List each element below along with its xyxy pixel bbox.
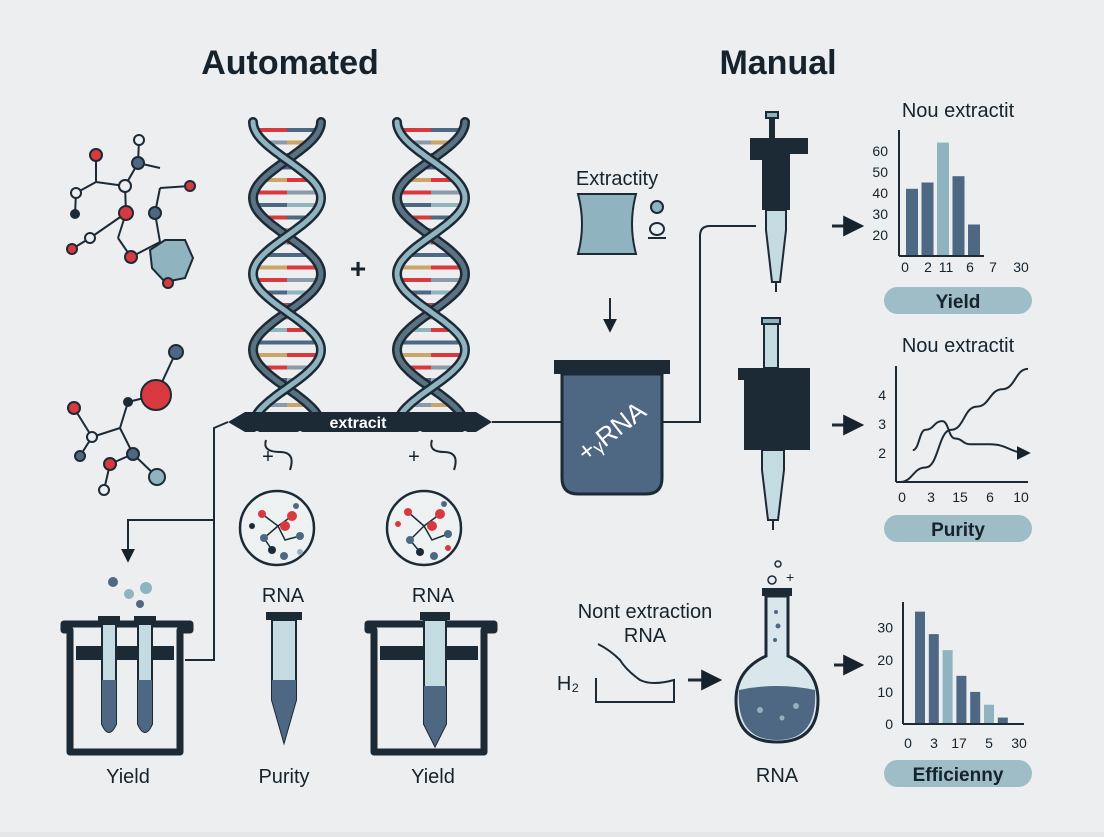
purity-pill-label: Purity (931, 520, 985, 541)
pipette-icon-middle (738, 317, 810, 530)
plus-between-helices: + (350, 253, 366, 284)
x-tick-label: 2 (924, 259, 932, 275)
bar (952, 176, 965, 256)
x-tick-label: 17 (951, 735, 967, 751)
yield-label-left: Yield (106, 766, 150, 788)
bar (984, 704, 994, 724)
dna-helix-icon-right (391, 117, 471, 421)
helix-strand-highlight (250, 119, 324, 419)
arrow-to-rack (121, 519, 214, 563)
x-tick-label: 3 (927, 489, 935, 505)
x-tick-label: 0 (898, 489, 906, 505)
bar (956, 675, 967, 724)
extraction-bar: extracit (228, 412, 492, 437)
rna-label-right: RNA (412, 585, 455, 607)
x-tick-label: 11 (939, 259, 954, 275)
x-tick-label: 15 (952, 489, 968, 505)
wire-right (430, 439, 457, 471)
extractity-container-icon (576, 193, 638, 255)
yield-pill: Yield (884, 287, 1032, 314)
helix-strand-highlight (394, 119, 468, 419)
y-tick-label: 30 (872, 206, 888, 222)
connector-bar-to-rack (185, 421, 229, 661)
x-tick-label: 6 (966, 259, 974, 275)
flask-rna-label: RNA (756, 765, 799, 787)
bar (942, 650, 953, 724)
extractity-label: Extractity (576, 168, 658, 190)
x-tick-label: 6 (986, 489, 994, 505)
molecule-icon-top (66, 134, 196, 289)
y-tick-label: 2 (878, 445, 886, 461)
bar (997, 717, 1008, 724)
test-tube-rack-icon-right (364, 612, 498, 756)
helix-strand-highlight (250, 119, 324, 419)
y-tick-label: 50 (872, 164, 888, 180)
y-tick-label: 10 (877, 684, 893, 700)
efficiency-pill-label: Efficienny (913, 765, 1004, 786)
y-tick-label: 40 (872, 185, 888, 201)
y-tick-label: 4 (878, 387, 886, 403)
x-tick-label: 10 (1013, 489, 1029, 505)
rna-particles-icon-left (238, 489, 316, 567)
manual-title: Manual (719, 44, 836, 82)
yield-label-right: Yield (411, 766, 455, 788)
purity-label-center: Purity (258, 766, 309, 788)
helix-strand-highlight (394, 119, 468, 419)
rna-tube-icon: +ᵧRNA (554, 360, 670, 496)
x-tick-label: 0 (901, 259, 909, 275)
test-tube-icon-center (266, 612, 302, 746)
h2-label: H₂ (557, 673, 579, 695)
purity-pill: Purity (884, 515, 1032, 542)
chart-title: Nou extractit (902, 100, 1015, 122)
bar (921, 182, 934, 256)
purity-line-chart: Nou extractit 2 3 4 0 3 15 6 10 (878, 335, 1031, 505)
x-tick-label: 30 (1013, 259, 1029, 275)
x-tick-label: 5 (985, 735, 993, 751)
nont-extraction-line1: Nont extraction (578, 601, 713, 623)
flask-icon: + (734, 560, 820, 744)
automated-title: Automated (201, 44, 379, 82)
plus-right: + (408, 446, 420, 468)
x-tick-label: 0 (904, 735, 912, 751)
x-tick-label: 30 (1011, 735, 1027, 751)
bead-icon (650, 200, 664, 214)
bead-outline-icon (649, 222, 665, 236)
extraction-bar-label: extracit (330, 415, 388, 432)
bar (928, 634, 939, 724)
bar (968, 224, 980, 256)
rna-particles-icon-right (385, 489, 463, 567)
y-tick-label: 20 (877, 652, 893, 668)
bar (937, 142, 949, 256)
wire-left (264, 439, 293, 471)
pipette-icon-top (750, 111, 808, 292)
bar (915, 611, 925, 724)
reaction-vessel-icon (595, 643, 675, 703)
rna-label-left: RNA (262, 585, 305, 607)
x-tick-label: 7 (989, 259, 997, 275)
efficiency-pill: Efficienny (884, 760, 1032, 787)
dna-helix-icon-left (247, 117, 327, 421)
series-line (899, 367, 1029, 483)
x-tick-label: 3 (930, 735, 938, 751)
plus-left: + (262, 446, 274, 468)
connector-tube-to-pipettes (662, 225, 756, 423)
test-tube-rack-icon-left (60, 577, 194, 756)
y-tick-label: 3 (878, 416, 886, 432)
y-tick-label: 20 (872, 227, 888, 243)
y-tick-label: 60 (872, 143, 888, 159)
y-tick-label: 0 (885, 716, 893, 732)
chart-title: Nou extractit (902, 335, 1015, 357)
molecule-icon-bottom (67, 344, 184, 496)
series-line (912, 420, 1031, 460)
y-tick-label: 30 (877, 620, 893, 636)
efficiency-bar-chart: 0 10 20 30 0 3 17 5 30 (877, 602, 1027, 751)
svg-text:+: + (786, 569, 794, 585)
yield-pill-label: Yield (936, 292, 981, 313)
nont-extraction-line2: RNA (624, 625, 667, 647)
bar (970, 691, 981, 724)
bar (906, 188, 918, 256)
